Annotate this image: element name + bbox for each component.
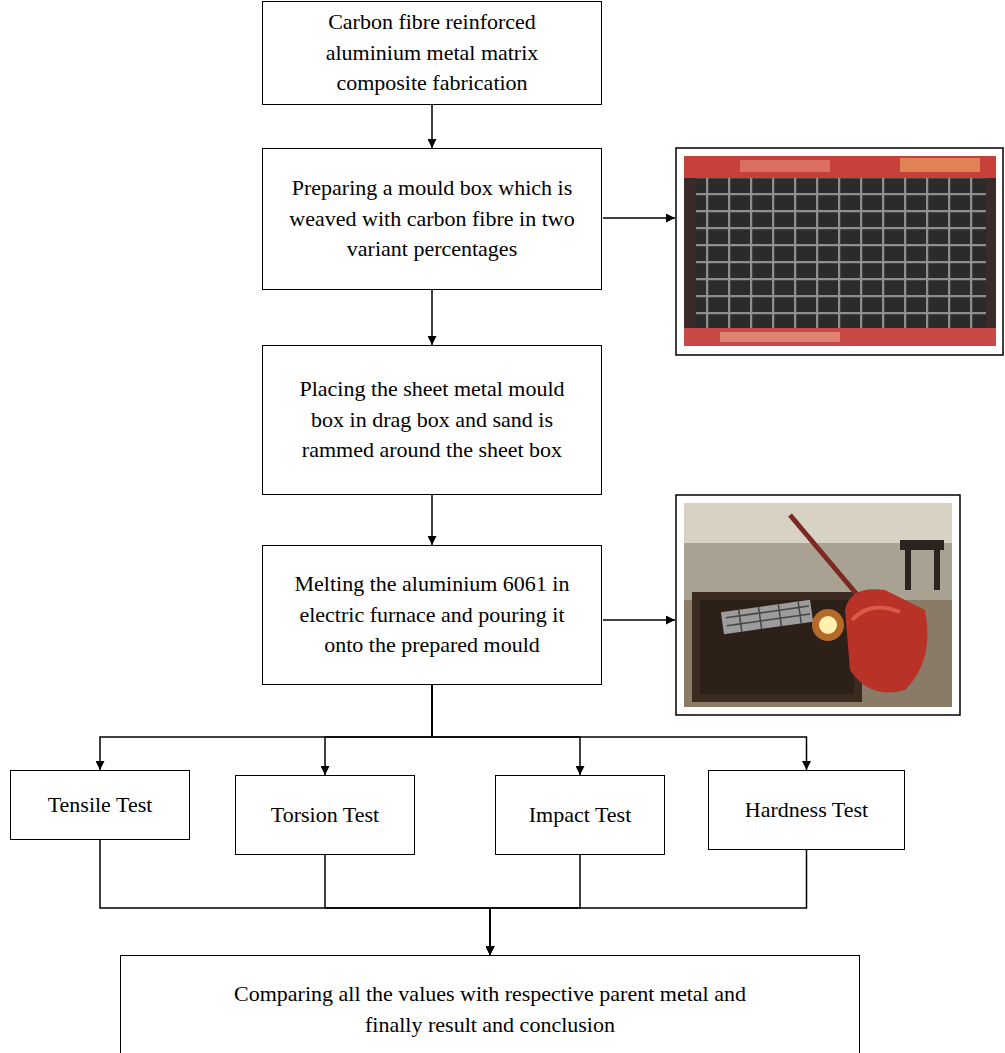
box-text: Impact Test: [529, 800, 632, 831]
weave-photo: [676, 148, 1003, 355]
flow-arrow: [431, 105, 433, 148]
process-box: Melting the aluminium 6061 in electric f…: [262, 545, 602, 685]
flow-arrow: [431, 290, 433, 345]
result-box: Comparing all the values with respective…: [120, 955, 860, 1053]
box-text: Carbon fibre reinforced aluminium metal …: [308, 7, 556, 99]
flow-arrow: [100, 685, 432, 770]
flow-arrow: [325, 855, 490, 955]
process-box: Preparing a mould box which is weaved wi…: [262, 148, 602, 290]
flow-arrow: [325, 685, 432, 775]
test-box: Tensile Test: [10, 770, 190, 840]
box-text: Placing the sheet metal mould box in dra…: [293, 374, 571, 466]
test-box: Impact Test: [495, 775, 665, 855]
box-text: Preparing a mould box which is weaved wi…: [279, 173, 585, 265]
flow-arrow: [490, 855, 580, 955]
box-text: Torsion Test: [271, 800, 379, 831]
pouring-photo: [676, 495, 960, 715]
leader-arrow: [603, 619, 675, 621]
test-box: Hardness Test: [708, 770, 905, 850]
box-text: Comparing all the values with respective…: [211, 979, 769, 1041]
flow-arrow: [431, 495, 433, 545]
flow-arrow: [432, 685, 807, 770]
box-text: Tensile Test: [48, 790, 153, 821]
flow-arrow: [432, 685, 580, 775]
process-box: Carbon fibre reinforced aluminium metal …: [262, 1, 602, 105]
flow-arrow: [100, 840, 490, 955]
test-box: Torsion Test: [235, 775, 415, 855]
leader-arrow: [603, 217, 675, 219]
process-box: Placing the sheet metal mould box in dra…: [262, 345, 602, 495]
flow-arrow: [490, 850, 807, 955]
box-text: Hardness Test: [745, 795, 868, 826]
box-text: Melting the aluminium 6061 in electric f…: [288, 569, 576, 661]
